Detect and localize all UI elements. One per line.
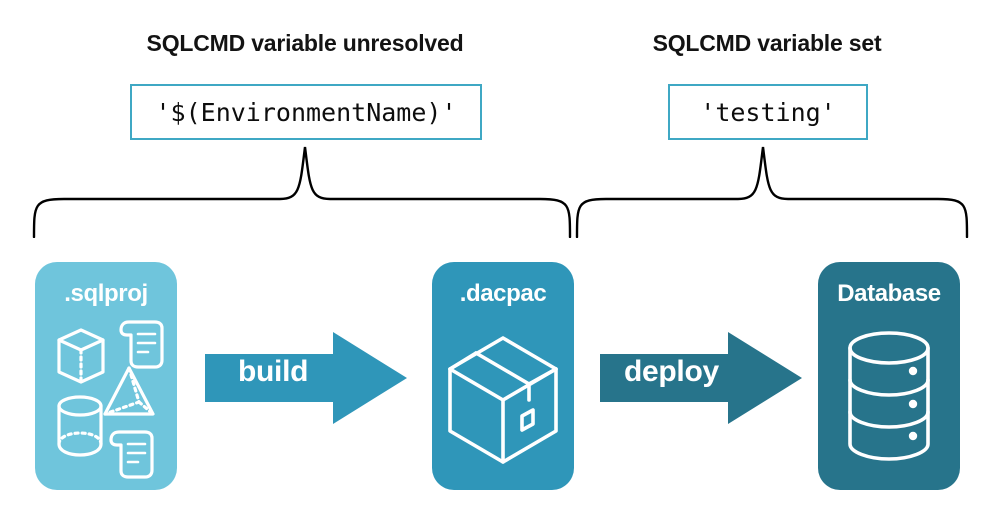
brace-left	[32, 146, 572, 238]
database-cylinder-icon	[848, 331, 930, 461]
card-database-label: Database	[837, 280, 941, 307]
heading-sqlcmd-variable-unresolved: SQLCMD variable unresolved	[146, 30, 464, 56]
code-box-environment-name: '$(EnvironmentName)'	[130, 84, 482, 140]
arrow-build-label: build	[238, 355, 309, 388]
card-dacpac: .dacpac	[432, 262, 574, 490]
card-sqlproj: .sqlproj	[35, 262, 177, 490]
card-sqlproj-label: .sqlproj	[64, 280, 148, 307]
arrow-deploy	[600, 332, 802, 424]
package-box-icon	[448, 336, 558, 464]
brace-right	[575, 146, 969, 238]
database-status-dots	[908, 366, 918, 441]
heading-sqlcmd-variable-set: SQLCMD variable set	[652, 30, 882, 56]
code-box-testing: 'testing'	[668, 84, 868, 140]
card-dacpac-label: .dacpac	[459, 280, 547, 307]
arrow-deploy-label: deploy	[624, 355, 719, 388]
project-shapes-icon	[57, 320, 164, 479]
card-database: Database	[818, 262, 960, 490]
arrow-build	[205, 332, 407, 424]
